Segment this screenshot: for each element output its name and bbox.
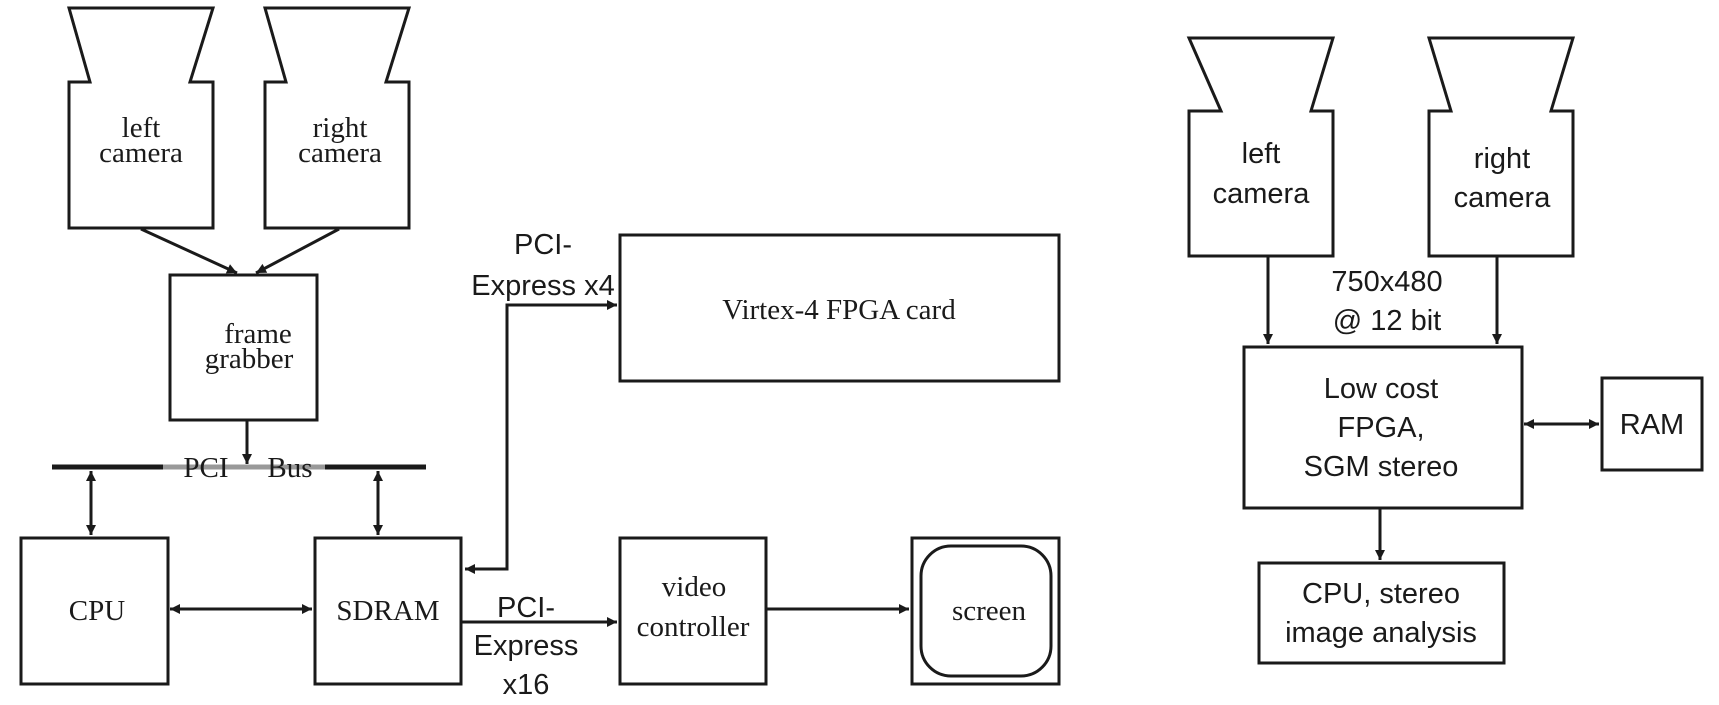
left-camera-label-line2: camera (99, 137, 183, 169)
right-left-camera-label-line2: camera (1213, 178, 1311, 210)
right-left-camera-icon (1186, 36, 1336, 258)
pci-bus-label-bus: Bus (267, 452, 312, 484)
right-camera-block: right camera (263, 6, 412, 230)
right-camera-label-line2: camera (298, 137, 382, 169)
pcie-x4-arrow (465, 300, 617, 574)
cpu-analysis-box (1257, 561, 1506, 665)
ram-label: RAM (1620, 409, 1684, 441)
resolution-label-line2: @ 12 bit (1333, 305, 1441, 337)
low-cost-fpga-box (1242, 345, 1524, 510)
resolution-label-line1: 750x480 (1331, 266, 1442, 298)
left-camera-icon (67, 6, 216, 230)
video-controller-box (618, 536, 768, 686)
video-controller-label-line1: video (662, 571, 726, 603)
sdram-box (313, 536, 463, 686)
left-camera-label-line1: left (122, 112, 161, 144)
video-controller-block: video controller (618, 536, 768, 686)
fpga-card-box (618, 233, 1061, 383)
right-right-camera-label-line2: camera (1454, 182, 1552, 214)
right-camera-icon (263, 6, 412, 230)
ram-block: RAM (1600, 376, 1704, 472)
left-camera-block: left camera (67, 6, 216, 230)
fpga-label-line2: FPGA, (1337, 412, 1424, 444)
sdram-block: SDRAM (313, 536, 463, 686)
pcie-x4-label-line1: PCI- (514, 229, 572, 261)
right-left-camera-block: left camera (1186, 36, 1336, 258)
right-camera-label-line1: right (313, 112, 368, 144)
left-diagram: left camera right camera frame grabber P… (19, 6, 1061, 701)
pcie-x16-label-line1: PCI- (497, 592, 555, 624)
low-cost-fpga-block: Low cost FPGA, SGM stereo (1242, 345, 1524, 510)
right-diagram: left camera right camera 750x480 @ 12 bi… (1186, 36, 1704, 665)
right-left-camera-label-line1: left (1242, 138, 1281, 170)
right-right-camera-block: right camera (1426, 36, 1576, 258)
frame-grabber-block: frame grabber (168, 273, 319, 422)
pcie-x4-label-line2: Express x4 (471, 270, 614, 302)
right-right-camera-icon (1426, 36, 1576, 258)
pcie-x16-label-line2: Express (474, 630, 579, 662)
fpga-card-block: Virtex-4 FPGA card (618, 233, 1061, 383)
cpu-analysis-label-line1: CPU, stereo (1302, 578, 1460, 610)
pci-bus: PCI Bus (52, 452, 426, 484)
video-controller-label-line2: controller (637, 611, 750, 643)
frame-grabber-label-line2: grabber (205, 343, 294, 375)
left-camera-to-grabber-arrow (140, 227, 238, 275)
frame-grabber-box (168, 273, 319, 422)
pci-bus-label-pci: PCI (183, 452, 228, 484)
monitor-icon (919, 544, 1053, 678)
cpu-block: CPU (19, 536, 170, 686)
cpu-label: CPU (69, 595, 125, 627)
right-right-camera-label-line1: right (1474, 143, 1530, 175)
sdram-label: SDRAM (336, 595, 439, 627)
fpga-card-label: Virtex-4 FPGA card (722, 294, 956, 326)
screen-label: screen (952, 595, 1027, 627)
cpu-analysis-block: CPU, stereo image analysis (1257, 561, 1506, 665)
pcie-x16-label-line3: x16 (503, 669, 550, 701)
fpga-label-line1: Low cost (1324, 373, 1438, 405)
fpga-label-line3: SGM stereo (1304, 451, 1459, 483)
ram-box (1600, 376, 1704, 472)
screen-block: screen (910, 536, 1061, 686)
frame-grabber-label-line1: frame (224, 318, 292, 350)
right-camera-to-grabber-arrow (255, 227, 340, 275)
cpu-analysis-label-line2: image analysis (1285, 617, 1477, 649)
cpu-box (19, 536, 170, 686)
